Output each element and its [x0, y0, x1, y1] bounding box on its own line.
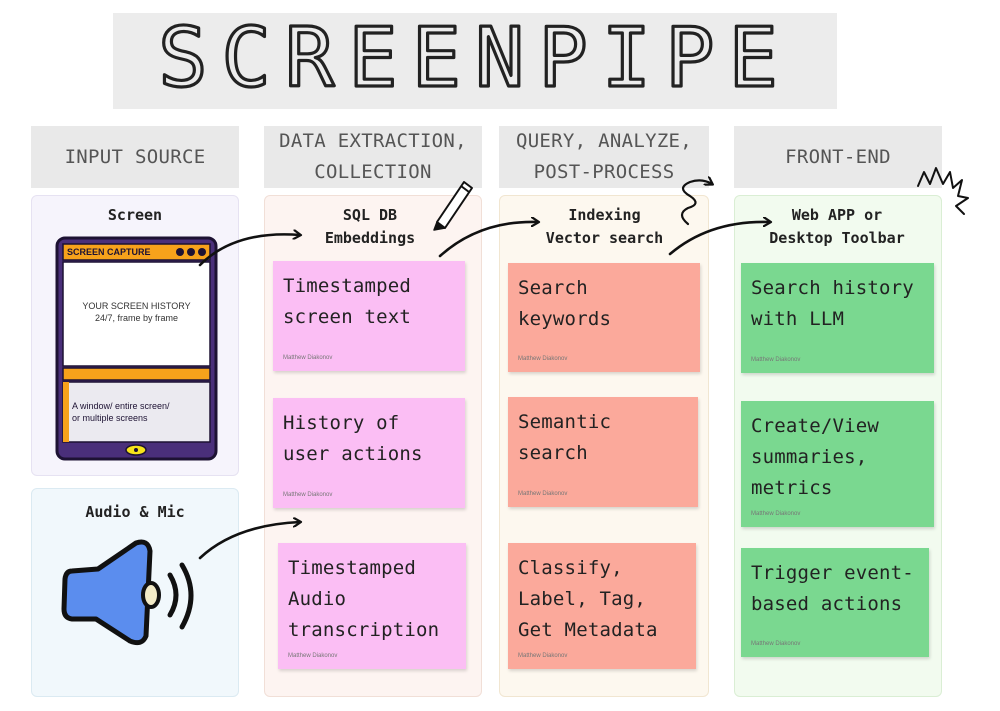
sticky-author: Matthew Diakonov	[518, 491, 568, 497]
sticky-create-view-summaries: Create/View summaries, metrics Matthew D…	[741, 401, 934, 527]
screen-capture-body: YOUR SCREEN HISTORY 24/7, frame by frame	[82, 301, 191, 323]
header-query-analyze: QUERY, ANALYZE, POST-PROCESS	[499, 126, 709, 188]
header-data-extraction: DATA EXTRACTION, COLLECTION	[264, 126, 482, 188]
sticky-text: Timestamped Audio transcription	[288, 557, 440, 641]
sticky-classify-label-tag: Classify, Label, Tag, Get Metadata Matth…	[508, 543, 696, 669]
speaker-icon	[61, 539, 194, 646]
squiggle-icon	[680, 180, 712, 226]
pencil-icon	[433, 181, 473, 231]
sticky-author: Matthew Diakonov	[518, 356, 568, 362]
screen-capture-title: SCREEN CAPTURE	[67, 247, 151, 257]
sticky-text: Search keywords	[518, 277, 612, 330]
sticky-author: Matthew Diakonov	[751, 641, 801, 647]
arrow-icon	[198, 234, 300, 267]
sticky-trigger-event-actions: Trigger event- based actions Matthew Dia…	[741, 548, 929, 657]
sticky-search-history-llm: Search history with LLM Matthew Diakonov	[741, 263, 934, 373]
sticky-text: Classify, Label, Tag, Get Metadata	[518, 557, 658, 641]
sticky-text: Create/View summaries, metrics	[751, 415, 880, 499]
sticky-author: Matthew Diakonov	[751, 511, 801, 517]
scribble-icon	[917, 167, 969, 215]
arrow-icon	[668, 222, 770, 256]
header-front-end: FRONT-END	[734, 126, 942, 188]
sticky-timestamped-audio-transcription: Timestamped Audio transcription Matthew …	[278, 543, 466, 669]
sticky-history-of-user-actions: History of user actions Matthew Diakonov	[273, 398, 465, 508]
extraction-subtitle: SQL DB Embeddings	[324, 206, 416, 247]
sticky-author: Matthew Diakonov	[288, 653, 338, 659]
screen-capture-card: SCREEN CAPTURE YOUR SCREEN HISTORY 24/7,…	[55, 236, 218, 461]
screen-label: Screen	[107, 206, 163, 224]
sticky-semantic-search: Semantic search Matthew Diakonov	[508, 397, 698, 507]
sticky-author: Matthew Diakonov	[283, 492, 333, 498]
title-background	[113, 13, 837, 109]
sticky-author: Matthew Diakonov	[518, 653, 568, 659]
title-text: SCREENPIPE	[158, 11, 792, 106]
audio-label: Audio & Mic	[85, 503, 185, 521]
sticky-timestamped-screen-text: Timestamped screen text Matthew Diakonov	[273, 261, 465, 371]
screen-capture-card-graphic	[55, 236, 218, 461]
sticky-author: Matthew Diakonov	[751, 357, 801, 363]
title: SCREENPIPE	[157, 9, 792, 107]
sticky-author: Matthew Diakonov	[283, 355, 333, 361]
sticky-text: Trigger event- based actions	[751, 562, 914, 615]
arrow-icon	[438, 222, 538, 258]
sticky-text: Search history with LLM	[751, 277, 914, 330]
query-subtitle: Indexing Vector search	[545, 206, 664, 247]
sticky-text: History of user actions	[283, 412, 423, 465]
sticky-text: Semantic search	[518, 411, 612, 464]
arrow-icon	[198, 522, 300, 560]
sticky-search-keywords: Search keywords Matthew Diakonov	[508, 263, 700, 372]
frontend-subtitle: Web APP or Desktop Toolbar	[769, 206, 905, 247]
header-input-source: INPUT SOURCE	[31, 126, 239, 188]
screen-capture-footer: A window/ entire screen/ or multiple scr…	[72, 401, 170, 423]
sticky-text: Timestamped screen text	[283, 275, 412, 328]
